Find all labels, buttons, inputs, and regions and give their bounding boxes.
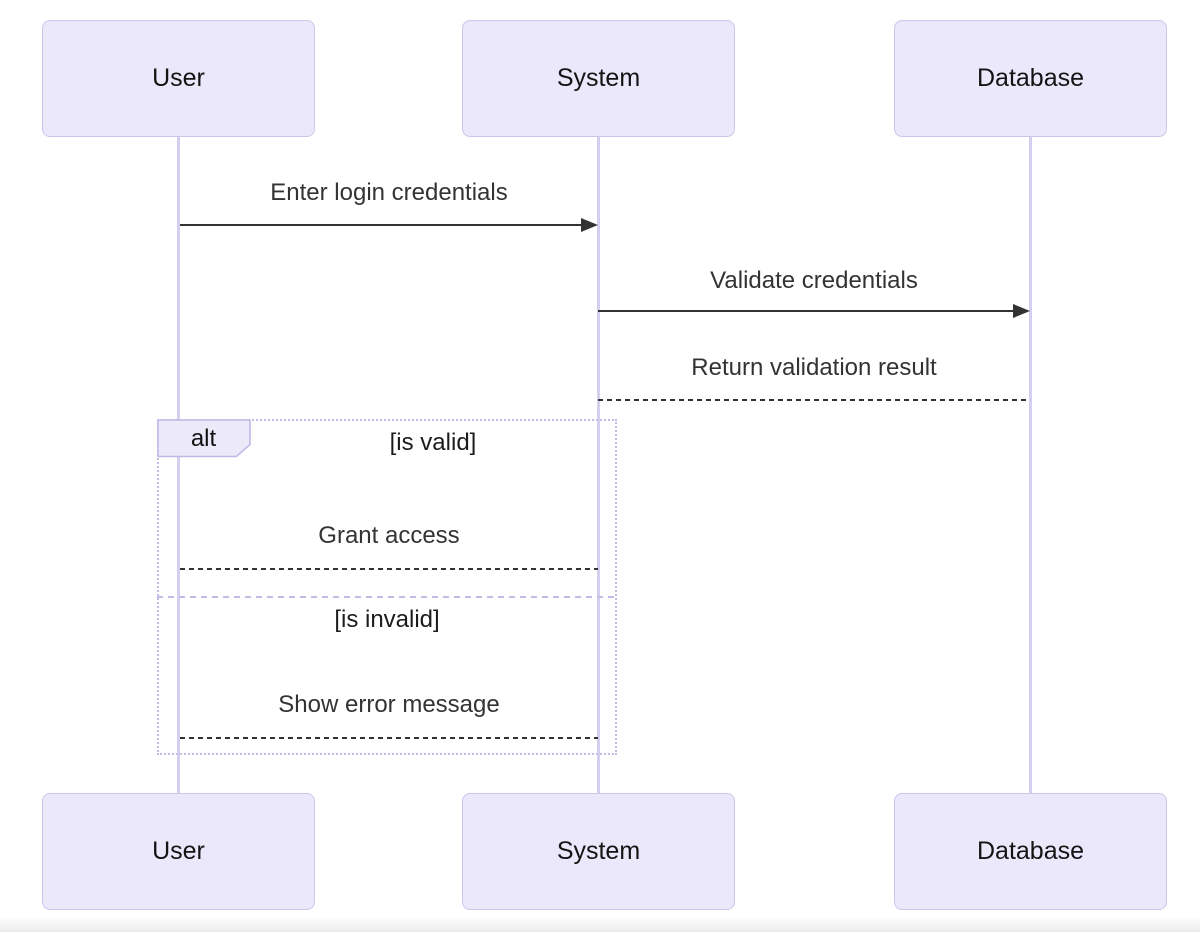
actor-top-database: Database bbox=[894, 20, 1167, 137]
lifeline-database bbox=[1029, 137, 1032, 793]
arrowhead-right-icon bbox=[581, 218, 598, 232]
actor-top-user: User bbox=[42, 20, 315, 137]
actor-label-system: System bbox=[556, 837, 641, 865]
alt-fragment-frame bbox=[157, 419, 617, 755]
page-bottom-fade bbox=[0, 916, 1200, 932]
alt-fragment-divider bbox=[157, 596, 617, 598]
message-validate-credentials: Validate credentials bbox=[710, 267, 918, 294]
actor-label-database: Database bbox=[976, 837, 1085, 865]
alt-label: alt bbox=[190, 425, 217, 452]
actor-label-user: User bbox=[152, 837, 205, 865]
message-line-4 bbox=[180, 568, 598, 570]
message-enter-login-credentials: Enter login credentials bbox=[270, 179, 508, 206]
message-show-error-message: Show error message bbox=[278, 691, 500, 718]
actor-top-system: System bbox=[462, 20, 735, 137]
actor-bottom-user: User bbox=[42, 793, 315, 910]
message-line-5 bbox=[180, 737, 598, 739]
message-grant-access: Grant access bbox=[318, 522, 460, 549]
actor-bottom-database: Database bbox=[894, 793, 1167, 910]
message-return-validation-result: Return validation result bbox=[691, 354, 937, 381]
message-line-3 bbox=[598, 399, 1030, 401]
actor-label-system: System bbox=[556, 64, 641, 92]
actor-label-user: User bbox=[152, 64, 205, 92]
alt-condition-invalid: [is invalid] bbox=[334, 606, 440, 633]
alt-label-shape bbox=[157, 419, 251, 458]
arrowhead-right-icon bbox=[1013, 304, 1030, 318]
lifeline-system bbox=[597, 137, 600, 793]
alt-condition-valid: [is valid] bbox=[389, 429, 477, 456]
lifeline-user bbox=[177, 137, 180, 793]
message-line-2 bbox=[598, 310, 1013, 312]
actor-label-database: Database bbox=[976, 64, 1085, 92]
actor-bottom-system: System bbox=[462, 793, 735, 910]
message-line-1 bbox=[180, 224, 582, 226]
